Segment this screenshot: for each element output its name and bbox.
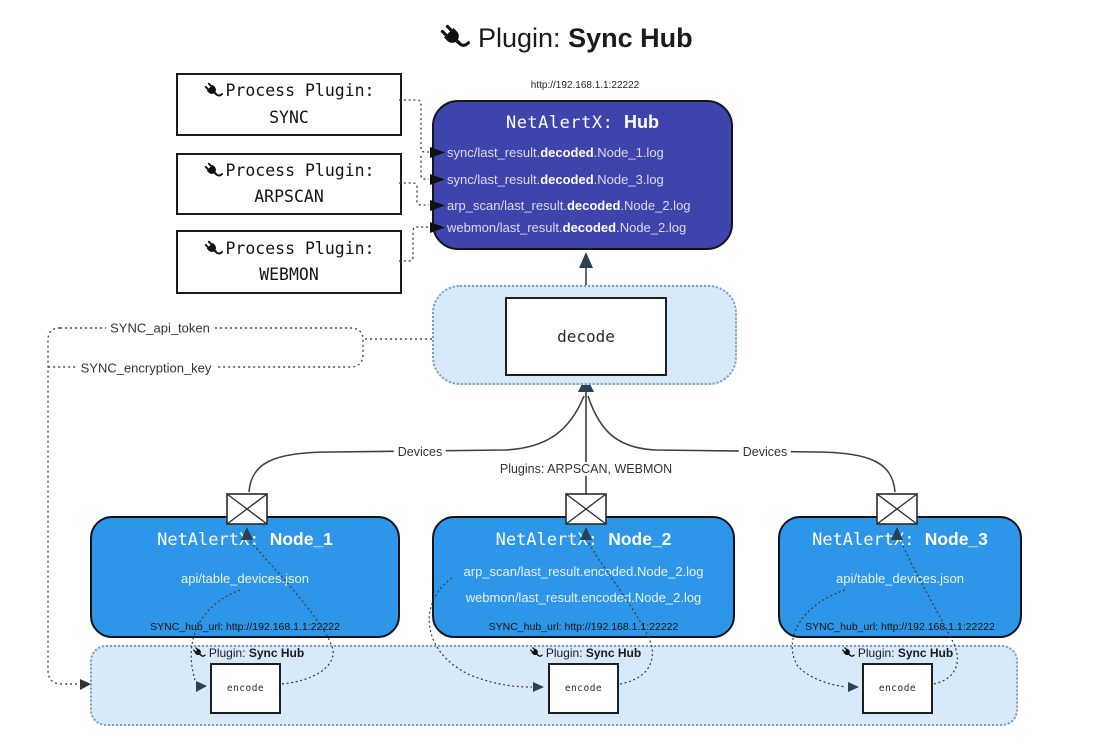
plug-icon: [191, 646, 206, 660]
title-prefix: Plugin:: [478, 22, 569, 53]
node1-title: NetAlertX: Node_1: [157, 529, 333, 550]
plug-icon: [203, 238, 224, 259]
process-plugin-arpscan: Process Plugin: ARPSCAN: [176, 153, 402, 215]
sync-api-token-label: SYNC_api_token: [106, 320, 214, 336]
hub-log-row: sync/last_result.decoded.Node_3.log: [447, 172, 664, 187]
node1-hub-url: SYNC_hub_url: http://192.168.1.1:22222: [150, 621, 340, 633]
hub-log-row: webmon/last_result.decoded.Node_2.log: [447, 220, 687, 235]
hub-title: NetAlertX: Hub: [432, 112, 733, 133]
encode1-box: encode: [210, 663, 281, 714]
hub-url-label: http://192.168.1.1:22222: [530, 80, 640, 91]
devices-right-label: Devices: [738, 445, 792, 459]
devices-left-label: Devices: [393, 445, 447, 459]
hub-log-row: arp_scan/last_result.decoded.Node_2.log: [447, 198, 691, 213]
page-title: Plugin: Sync Hub: [438, 16, 693, 60]
node3-hub-url: SYNC_hub_url: http://192.168.1.1:22222: [805, 621, 995, 633]
node2-hub-url: SYNC_hub_url: http://192.168.1.1:22222: [488, 621, 679, 633]
plug-icon: [840, 646, 855, 660]
plug-icon: [203, 160, 224, 181]
node3-title: NetAlertX: Node_3: [812, 529, 988, 550]
process-plugin-name: ARPSCAN: [254, 187, 324, 206]
sync-encryption-key-label: SYNC_encryption_key: [76, 360, 216, 376]
node1-row: api/table_devices.json: [181, 571, 309, 586]
node2-row: webmon/last_result.encoded.Node_2.log: [465, 590, 702, 605]
plug-icon: [528, 646, 543, 660]
encode2-box: encode: [548, 663, 619, 714]
encode3-box: encode: [862, 663, 933, 714]
hub-log-row: sync/last_result.decoded.Node_1.log: [447, 145, 664, 160]
node3-row: api/table_devices.json: [836, 571, 964, 586]
process-plugin-label: Process Plugin:: [225, 238, 375, 258]
process-plugin-sync: Process Plugin: SYNC: [176, 73, 402, 136]
plug-icon: [203, 81, 224, 102]
process-plugin-label: Process Plugin:: [225, 81, 375, 101]
process-plugin-webmon: Process Plugin: WEBMON: [176, 230, 402, 294]
arrow-into-hub: [579, 252, 593, 268]
encoder3-label: Plugin: Sync Hub: [840, 646, 953, 660]
node2-row: arp_scan/last_result.encoded.Node_2.log: [463, 564, 704, 579]
process-plugin-name: WEBMON: [259, 265, 319, 284]
encoder1-label: Plugin: Sync Hub: [191, 646, 304, 660]
decode-label: decode: [557, 327, 615, 346]
hub-title-bold: Hub: [624, 112, 660, 132]
hub-title-prefix: NetAlertX:: [505, 113, 625, 133]
process-plugin-name: SYNC: [269, 107, 309, 127]
plugins-center-label: Plugins: ARPSCAN, WEBMON: [495, 462, 677, 476]
decode-box: decode: [505, 297, 667, 376]
node2-title: NetAlertX: Node_2: [495, 529, 672, 550]
process-plugin-connectors: [399, 99, 429, 262]
plug-icon: [438, 22, 470, 54]
process-plugin-label: Process Plugin:: [225, 160, 375, 180]
encoder2-label: Plugin: Sync Hub: [528, 646, 641, 660]
title-bold: Sync Hub: [568, 22, 693, 53]
